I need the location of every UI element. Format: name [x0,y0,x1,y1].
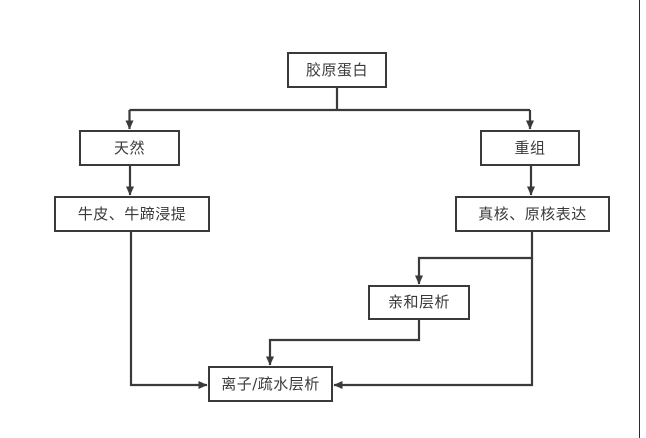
connector-expression-to-affinity [415,232,534,285]
node-affinity-chromatography-label: 亲和层析 [387,293,450,311]
node-recombinant[interactable]: 重组 [480,130,580,166]
connector-extraction-to-ion [129,232,208,389]
node-euk-prok-expression-label: 真核、原核表达 [478,204,587,223]
node-collagen-label: 胶原蛋白 [305,60,368,79]
connector-collagen-split [129,88,530,112]
connector-affinity-to-ion [266,320,421,366]
node-ion-hydrophobic-chromatography[interactable]: 离子/疏水层析 [208,366,333,402]
node-affinity-chromatography[interactable]: 亲和层析 [368,285,470,320]
node-recombinant-label: 重组 [514,138,546,157]
page-border-right [639,0,640,438]
connector-expression-to-ion [333,258,534,389]
node-collagen[interactable]: 胶原蛋白 [287,52,387,88]
node-hide-hoof-extraction[interactable]: 牛皮、牛蹄浸提 [54,196,210,232]
node-ion-hydrophobic-chromatography-label: 离子/疏水层析 [221,374,320,393]
node-natural-label: 天然 [113,138,145,157]
node-euk-prok-expression[interactable]: 真核、原核表达 [455,196,610,232]
node-hide-hoof-extraction-label: 牛皮、牛蹄浸提 [77,204,187,223]
node-natural[interactable]: 天然 [79,130,180,166]
